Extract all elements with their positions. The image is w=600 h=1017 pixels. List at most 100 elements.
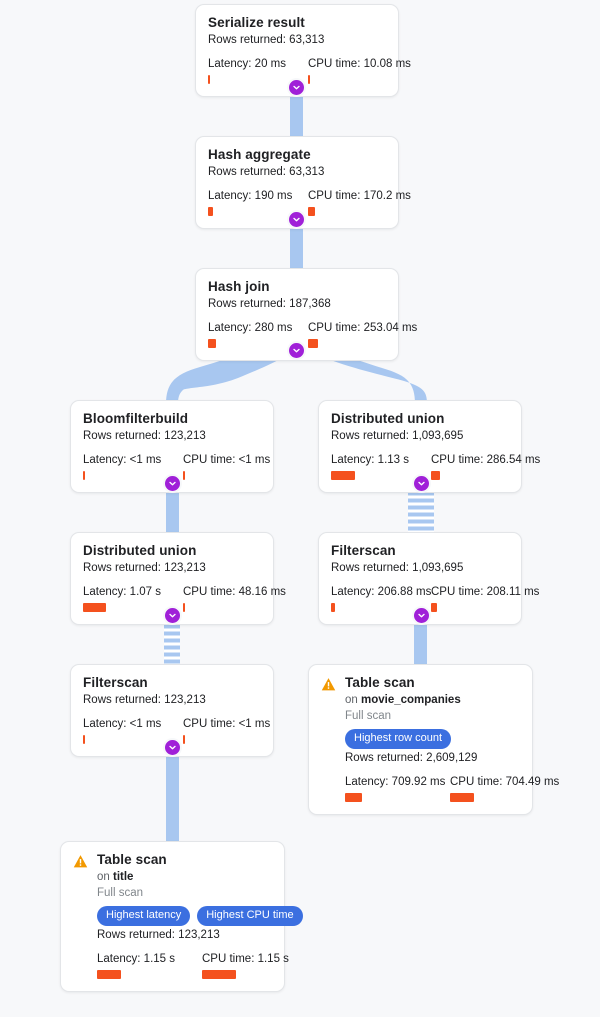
latency-label: Latency: 206.88 ms xyxy=(331,586,432,598)
chevron-down-icon xyxy=(169,745,176,750)
table-name: title xyxy=(113,871,134,883)
latency-bar xyxy=(345,793,362,802)
status-badge-highest-row-count[interactable]: Highest row count xyxy=(345,729,452,749)
latency-label: Latency: 1.15 s xyxy=(97,953,175,965)
node-rows-returned: Rows returned: 63,313 xyxy=(208,166,325,178)
node-header: Serialize result xyxy=(208,15,386,31)
node-title: Serialize result xyxy=(208,15,305,30)
warning-triangle-icon xyxy=(73,855,88,868)
cpu-metric: CPU time: <1 ms xyxy=(183,717,283,744)
node-rows-returned: Rows returned: 123,213 xyxy=(83,694,206,706)
node-rows-returned: Rows returned: 63,313 xyxy=(208,34,325,46)
cpu-bar xyxy=(183,735,185,744)
collapse-toggle-hash-join[interactable] xyxy=(289,343,304,358)
node-header: Bloomfilterbuild xyxy=(83,411,261,427)
chevron-down-icon xyxy=(418,613,425,618)
cpu-label: CPU time: 253.04 ms xyxy=(308,322,418,334)
table-name: movie_companies xyxy=(361,694,461,706)
node-metrics: Latency: 206.88 ms CPU time: 208.11 ms xyxy=(331,585,539,612)
latency-label: Latency: 190 ms xyxy=(208,190,293,202)
collapse-toggle-bloomfilterbuild[interactable] xyxy=(165,476,180,491)
latency-metric: Latency: 190 ms xyxy=(208,189,308,216)
latency-bar xyxy=(208,339,216,348)
node-rows-returned: Rows returned: 123,213 xyxy=(97,929,220,941)
latency-label: Latency: <1 ms xyxy=(83,718,162,730)
cpu-metric: CPU time: 253.04 ms xyxy=(308,321,418,348)
chevron-down-icon xyxy=(169,613,176,618)
collapse-toggle-hash-aggregate[interactable] xyxy=(289,212,304,227)
latency-label: Latency: 280 ms xyxy=(208,322,293,334)
node-rows-returned: Rows returned: 1,093,695 xyxy=(331,562,464,574)
node-metrics: Latency: 280 ms CPU time: 253.04 ms xyxy=(208,321,417,348)
collapse-toggle-serialize-result[interactable] xyxy=(289,80,304,95)
status-badge-highest-latency[interactable]: Highest latency xyxy=(97,906,191,926)
node-header: Distributed union xyxy=(331,411,509,427)
node-title: Distributed union xyxy=(331,411,445,426)
node-title: Table scan xyxy=(97,852,167,867)
latency-label: Latency: 709.92 ms xyxy=(345,776,446,788)
collapse-toggle-distributed-union-left[interactable] xyxy=(165,608,180,623)
node-metrics: Latency: <1 ms CPU time: <1 ms xyxy=(83,453,270,480)
node-scan-type: Full scan xyxy=(97,887,144,899)
node-title: Table scan xyxy=(345,675,415,690)
collapse-toggle-distributed-union-right[interactable] xyxy=(414,476,429,491)
cpu-label: CPU time: 170.2 ms xyxy=(308,190,411,202)
latency-metric: Latency: <1 ms xyxy=(83,717,183,744)
status-badge-highest-cpu-time[interactable]: Highest CPU time xyxy=(197,906,303,926)
chevron-down-icon xyxy=(293,217,300,222)
cpu-metric: CPU time: 704.49 ms xyxy=(450,775,560,802)
node-rows-returned: Rows returned: 123,213 xyxy=(83,430,206,442)
node-header: Filterscan xyxy=(331,543,509,559)
node-metrics: Latency: 20 ms CPU time: 10.08 ms xyxy=(208,57,411,84)
node-header: Hash join xyxy=(208,279,386,295)
latency-bar xyxy=(83,603,106,612)
cpu-label: CPU time: 704.49 ms xyxy=(450,776,560,788)
latency-bar xyxy=(83,735,85,744)
plan-node-table-scan-movie-companies[interactable]: Table scan on movie_companies Full scan … xyxy=(308,664,559,815)
cpu-bar xyxy=(431,471,440,480)
cpu-label: CPU time: <1 ms xyxy=(183,454,271,466)
cpu-metric: CPU time: 48.16 ms xyxy=(183,585,286,612)
node-metrics: Latency: 190 ms CPU time: 170.2 ms xyxy=(208,189,411,216)
cpu-metric: CPU time: 10.08 ms xyxy=(308,57,411,84)
collapse-toggle-filterscan-right[interactable] xyxy=(414,608,429,623)
cpu-bar xyxy=(308,75,310,84)
cpu-bar xyxy=(431,603,437,612)
node-header: Distributed union xyxy=(83,543,261,559)
node-badges: Highest latency Highest CPU time xyxy=(73,906,303,926)
latency-label: Latency: 1.07 s xyxy=(83,586,161,598)
latency-metric: Latency: 1.13 s xyxy=(331,453,431,480)
node-title: Distributed union xyxy=(83,543,197,558)
latency-label: Latency: 20 ms xyxy=(208,58,286,70)
latency-bar xyxy=(331,603,335,612)
node-metrics: Latency: <1 ms CPU time: <1 ms xyxy=(83,717,270,744)
cpu-bar xyxy=(183,603,185,612)
node-header: Hash aggregate xyxy=(208,147,386,163)
latency-bar xyxy=(208,75,210,84)
node-rows-returned: Rows returned: 187,368 xyxy=(208,298,331,310)
latency-metric: Latency: 1.07 s xyxy=(83,585,183,612)
latency-metric: Latency: <1 ms xyxy=(83,453,183,480)
node-title: Filterscan xyxy=(331,543,396,558)
chevron-down-icon xyxy=(293,85,300,90)
latency-label: Latency: <1 ms xyxy=(83,454,162,466)
node-header: Filterscan xyxy=(83,675,261,691)
cpu-label: CPU time: 48.16 ms xyxy=(183,586,286,598)
plan-node-table-scan-title[interactable]: Table scan on title Full scan Highest la… xyxy=(60,841,303,992)
latency-metric: Latency: 206.88 ms xyxy=(331,585,431,612)
latency-label: Latency: 1.13 s xyxy=(331,454,409,466)
node-header: Table scan xyxy=(321,675,520,692)
warning-triangle-icon xyxy=(321,678,336,691)
latency-bar xyxy=(83,471,85,480)
latency-metric: Latency: 20 ms xyxy=(208,57,308,84)
latency-bar xyxy=(331,471,355,480)
on-prefix: on xyxy=(97,871,113,883)
node-title: Filterscan xyxy=(83,675,148,690)
cpu-bar xyxy=(308,339,318,348)
cpu-metric: CPU time: 170.2 ms xyxy=(308,189,411,216)
on-prefix: on xyxy=(345,694,361,706)
latency-metric: Latency: 280 ms xyxy=(208,321,308,348)
cpu-metric: CPU time: 1.15 s xyxy=(202,952,302,979)
collapse-toggle-filterscan-left[interactable] xyxy=(165,740,180,755)
